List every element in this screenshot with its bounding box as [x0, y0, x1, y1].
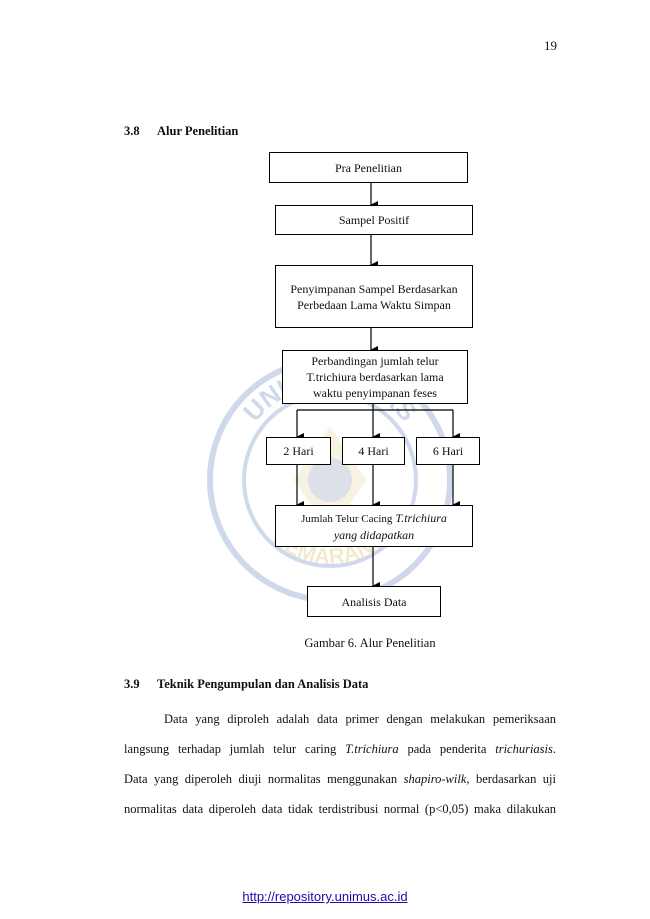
repository-link[interactable]: http://repository.unimus.ac.id	[242, 889, 408, 904]
flow-box-pra-penelitian: Pra Penelitian	[269, 152, 468, 183]
flow-label-perbandingan: Perbandingan jumlah telur T.trichiura be…	[306, 354, 444, 400]
flow-label-4-hari: 4 Hari	[358, 444, 389, 458]
section-title: Alur Penelitian	[157, 124, 239, 138]
text-span: , berdasarkan uji	[466, 772, 557, 786]
flow-label-sampel: Sampel Positif	[338, 213, 410, 227]
italic-span: trichuriasis	[495, 742, 553, 756]
flow-box-4-hari: 4 Hari	[342, 437, 405, 465]
flow-label-6-hari: 6 Hari	[432, 444, 464, 458]
flow-box-jumlah-telur: Jumlah Telur Cacing T.trichiura yang did…	[275, 505, 473, 547]
section-heading-3-9: 3.9 Teknik Pengumpulan dan Analisis Data	[124, 677, 368, 692]
flow-label-2-hari: 2 Hari	[283, 444, 314, 458]
italic-span: shapiro-wilk	[403, 772, 467, 786]
text-span: .	[552, 742, 557, 756]
flow-box-2-hari: 2 Hari	[266, 437, 331, 465]
flow-box-6-hari: 6 Hari	[416, 437, 480, 465]
flow-label-penyimpanan: Penyimpanan Sampel Berdasarkan Perbedaan…	[290, 281, 458, 312]
flow-label-jumlah-italic: T.trichiura yang didapatkan	[333, 510, 447, 542]
flow-label-analisis: Analisis Data	[341, 594, 407, 609]
text-span: pada penderita	[407, 742, 487, 756]
flow-box-penyimpanan: Penyimpanan Sampel Berdasarkan Perbedaan…	[275, 265, 473, 328]
section-heading-3-8: 3.8 Alur Penelitian	[124, 124, 238, 139]
italic-span: T.trichiura	[345, 742, 399, 756]
section-title: Teknik Pengumpulan dan Analisis Data	[157, 677, 369, 691]
text-span: Data yang diperoleh diuji normalitas men…	[124, 772, 398, 786]
page-number: 19	[544, 38, 557, 53]
flow-label-jumlah-prefix: Jumlah Telur Cacing	[301, 512, 393, 525]
flow-box-sampel-positif: Sampel Positif	[275, 205, 473, 235]
section-number: 3.9	[124, 677, 140, 691]
paragraph-line-3: Data yang diperoleh diuji normalitas men…	[124, 764, 556, 794]
paragraph-line-2: langsung terhadap jumlah telur caring T.…	[124, 734, 556, 764]
paragraph-line-1: Data yang diproleh adalah data primer de…	[164, 712, 556, 726]
paragraph-line-4: normalitas data diperoleh data tidak ter…	[124, 802, 556, 816]
flow-label-pra: Pra Penelitian	[335, 160, 402, 175]
section-number: 3.8	[124, 124, 140, 138]
figure-caption: Gambar 6. Alur Penelitian	[304, 636, 436, 650]
text-span: langsung terhadap jumlah telur caring	[124, 742, 337, 756]
flow-box-analisis-data: Analisis Data	[307, 586, 441, 617]
flow-box-perbandingan: Perbandingan jumlah telur T.trichiura be…	[282, 350, 468, 404]
flow-label-jumlah: Jumlah Telur Cacing T.trichiura yang did…	[294, 510, 454, 543]
